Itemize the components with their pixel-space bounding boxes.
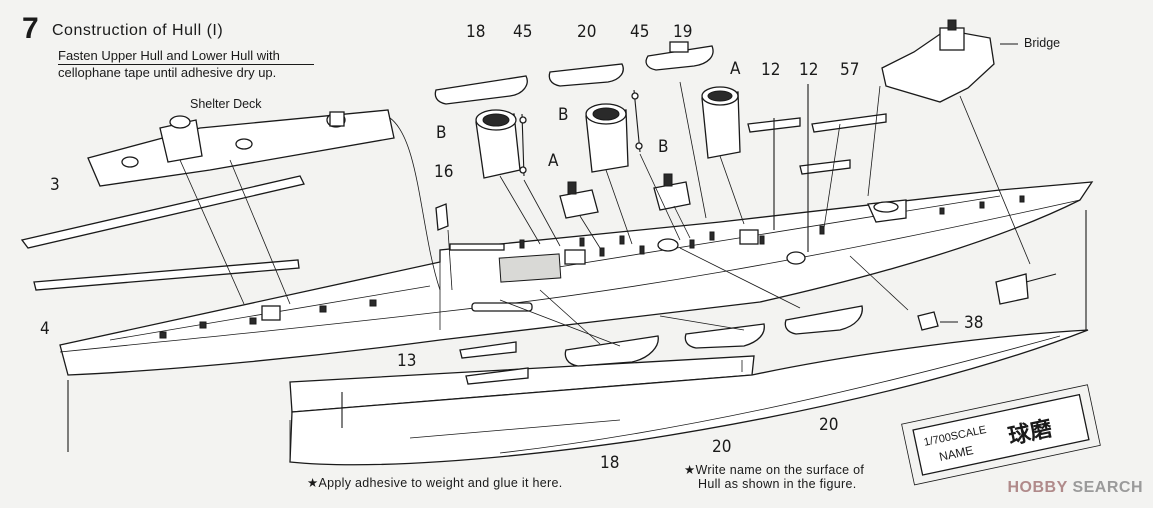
tape-note: Fasten Upper Hull and Lower Hull with ce… xyxy=(58,48,328,81)
watermark-brand2: SEARCH xyxy=(1072,479,1143,496)
label-part-20-right: 20 xyxy=(819,415,838,435)
step-title: Construction of Hull (I) xyxy=(52,22,224,39)
part-20-boat-top xyxy=(548,63,624,87)
label-part-45-left: 45 xyxy=(513,22,532,42)
part-57 xyxy=(811,113,887,133)
part-3-rail xyxy=(20,175,305,249)
label-part-3: 3 xyxy=(50,175,60,195)
name-note-line1: ★Write name on the surface of xyxy=(684,463,865,477)
label-part-19: 19 xyxy=(673,22,692,42)
label-part-16: 16 xyxy=(434,162,453,182)
label-part-12-left: 12 xyxy=(761,60,780,80)
part-13-boats xyxy=(459,341,529,385)
label-part-12-right: 12 xyxy=(799,60,818,80)
part-20-boat-right xyxy=(784,305,863,335)
upper-hull xyxy=(59,181,1094,376)
label-part-20-mid: 20 xyxy=(712,437,731,457)
part-38 xyxy=(917,311,958,331)
tape-note-line1: Fasten Upper Hull and Lower Hull with xyxy=(58,48,314,65)
part-12-left xyxy=(747,117,801,230)
part-45-left xyxy=(519,113,527,177)
label-b-left: B xyxy=(436,123,447,143)
part-16 xyxy=(435,203,449,231)
mount-a xyxy=(559,181,599,219)
label-part-18-top: 18 xyxy=(466,22,485,42)
tape-note-line2: cellophane tape until adhesive dry up. xyxy=(58,65,277,80)
part-12-right xyxy=(799,84,851,252)
mount-b xyxy=(653,173,691,211)
part-20-boat-mid xyxy=(684,323,765,349)
lower-hull xyxy=(289,329,1089,466)
label-part-20-top: 20 xyxy=(577,22,596,42)
funnel-b-mid xyxy=(585,103,629,173)
part-18-boat-top xyxy=(434,75,528,105)
label-a-left: A xyxy=(548,151,559,171)
assembly-leader-lines xyxy=(67,81,1087,452)
label-b-right: B xyxy=(658,137,669,157)
label-bridge: Bridge xyxy=(1024,36,1060,50)
deck-fittings xyxy=(159,195,1025,339)
bridge xyxy=(881,19,1018,103)
label-a-right: A xyxy=(730,59,741,79)
turret xyxy=(995,273,1057,305)
shelter-deck xyxy=(87,109,395,187)
step-number: 7 xyxy=(22,12,39,45)
name-note-line2: Hull as shown in the figure. xyxy=(698,477,857,491)
weight-note: ★Apply adhesive to weight and glue it he… xyxy=(307,476,563,490)
part-45-right xyxy=(631,89,643,153)
part-18-boat-bottom xyxy=(564,335,659,367)
label-part-38: 38 xyxy=(964,313,983,333)
label-part-4: 4 xyxy=(40,319,50,339)
funnel-a-right xyxy=(701,86,741,159)
funnel-b-left xyxy=(475,109,521,179)
label-part-45-right: 45 xyxy=(630,22,649,42)
watermark-brand: HOBBY xyxy=(1007,479,1068,496)
label-part-18-bottom: 18 xyxy=(600,453,619,473)
name-plate: 1/700SCALE NAME 球磨 xyxy=(901,384,1101,486)
label-part-57: 57 xyxy=(840,60,859,80)
part-19-launch xyxy=(645,41,714,71)
part-4-rail xyxy=(33,259,300,291)
watermark: HOBBY SEARCH xyxy=(1007,479,1143,497)
label-b-mid: B xyxy=(558,105,569,125)
label-shelter-deck: Shelter Deck xyxy=(190,97,262,111)
label-part-13: 13 xyxy=(397,351,416,371)
